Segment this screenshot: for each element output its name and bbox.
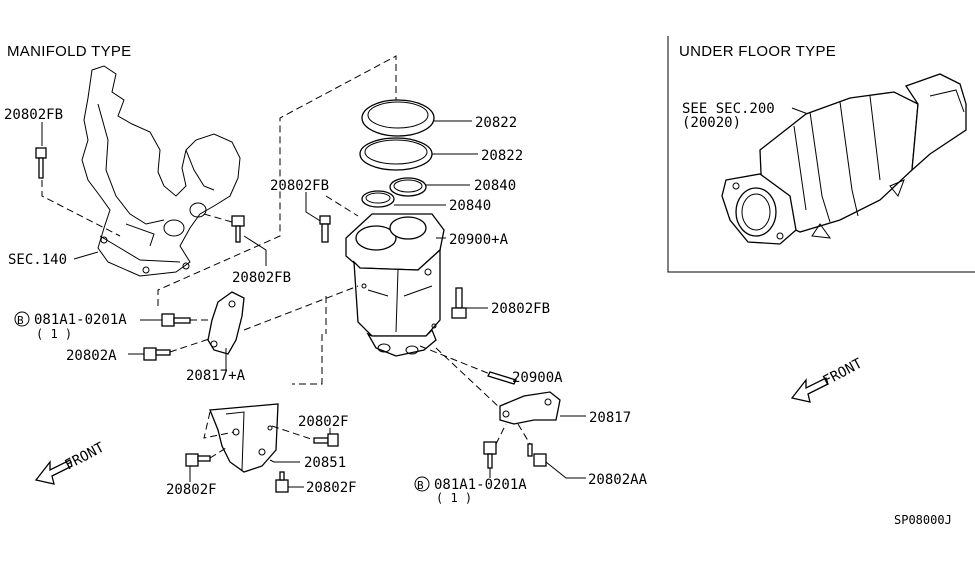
bracket-20817: [499, 391, 561, 425]
bolt-20802f-bottom: [275, 471, 289, 493]
front-arrow-left: FRONT: [34, 439, 108, 485]
b-mark-right: B: [417, 479, 424, 492]
label-20900a: 20900A: [512, 370, 563, 386]
gasket-ring-20840-b: [361, 190, 395, 208]
label-20817a: 20817+A: [186, 368, 246, 384]
bolt-20802fb-center: [319, 215, 331, 243]
label-see-sec-200: SEE SEC.200: [682, 101, 775, 117]
label-20802fb-3: 20802FB: [232, 270, 291, 286]
label-20802a: 20802A: [66, 348, 117, 364]
label-see-sec-200-sub: (20020): [682, 115, 741, 131]
label-20802fb-1: 20802FB: [4, 107, 63, 123]
gasket-ring-20822-upper: [361, 99, 435, 137]
bolt-081a1-right: [483, 441, 497, 469]
gasket-ring-20840-a: [389, 177, 427, 197]
label-20802f-1: 20802F: [298, 414, 349, 430]
stud-20900a: [487, 371, 517, 385]
label-20802fb-4: 20802FB: [491, 301, 550, 317]
label-20802f-2: 20802F: [166, 482, 217, 498]
label-081a1-left: 081A1-0201A: [34, 312, 127, 328]
manifold-type-title: MANIFOLD TYPE: [7, 43, 131, 60]
label-081a1-right-qty: ( 1 ): [436, 491, 472, 505]
heat-shield-20851: [209, 403, 279, 473]
bolt-20802aa: [527, 443, 547, 467]
bolt-20802a: [143, 347, 171, 361]
front-label-left: FRONT: [62, 439, 107, 473]
label-sec140: SEC.140: [8, 252, 67, 268]
bolt-20802fb-manifold: [231, 215, 245, 243]
label-20822-2: 20822: [481, 148, 523, 164]
catalytic-converter-20900a: [345, 213, 445, 357]
label-081a1-left-qty: ( 1 ): [36, 327, 72, 341]
front-arrow-right: FRONT: [790, 355, 866, 403]
label-20851: 20851: [304, 455, 346, 471]
bolt-20802fb-left: [35, 147, 47, 179]
bracket-20817a: [207, 291, 245, 355]
gasket-ring-20822-lower: [359, 137, 433, 171]
bolt-081a1-left: [161, 313, 191, 327]
label-20822-1: 20822: [475, 115, 517, 131]
b-mark-left: B: [17, 314, 24, 327]
label-20900a-plus: 20900+A: [449, 232, 509, 248]
bolt-20802f-right: [313, 433, 339, 447]
label-20802f-3: 20802F: [306, 480, 357, 496]
label-20817: 20817: [589, 410, 631, 426]
label-081a1-right: 081A1-0201A: [434, 477, 527, 493]
exhaust-manifold: [81, 65, 241, 277]
bolt-20802fb-right: [451, 287, 467, 319]
underfloor-catalytic-converter: [721, 73, 967, 245]
bolt-20802f-left: [185, 453, 211, 467]
front-label-right: FRONT: [820, 355, 865, 389]
label-20802fb-2: 20802FB: [270, 178, 329, 194]
under-floor-type-title: UNDER FLOOR TYPE: [679, 43, 836, 60]
label-20840-2: 20840: [449, 198, 491, 214]
underfloor-frame: [667, 36, 975, 273]
label-20840-1: 20840: [474, 178, 516, 194]
label-20802aa: 20802AA: [588, 472, 648, 488]
diagram-code: SP08000J: [894, 513, 952, 527]
